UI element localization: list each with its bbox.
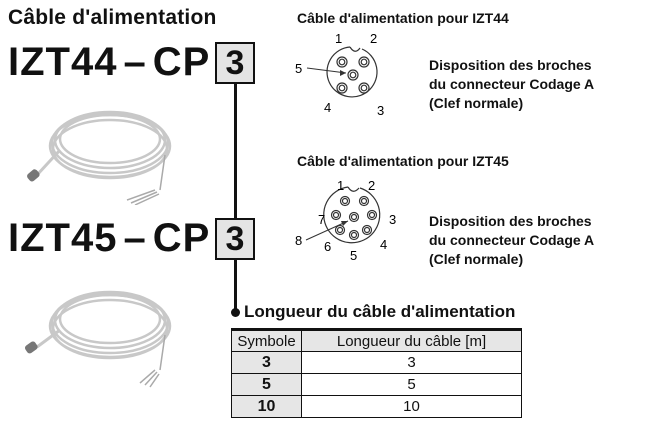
svg-text:7: 7 bbox=[318, 212, 325, 227]
length-table-title: Longueur du câble d'alimentation bbox=[244, 302, 516, 321]
model-dash: – bbox=[123, 40, 147, 84]
table-row: 3 3 bbox=[231, 351, 522, 374]
connector-description-izt44: Disposition des broches du connecteur Co… bbox=[429, 56, 594, 113]
length-table: Symbole Longueur du câble [m] 3 3 5 5 10… bbox=[231, 328, 522, 418]
symbol-box-izt44: 3 bbox=[215, 42, 255, 84]
table-row: 10 10 bbox=[231, 395, 522, 418]
model-code-izt45: IZT45–CP bbox=[8, 216, 210, 261]
pinout-diagram-izt45: 1 2 3 4 5 6 7 8 bbox=[295, 178, 396, 263]
model-suffix: CP bbox=[152, 216, 211, 260]
svg-text:4: 4 bbox=[324, 100, 331, 115]
symbol-cell: 3 bbox=[231, 351, 302, 374]
connector-title-izt45: Câble d'alimentation pour IZT45 bbox=[297, 153, 509, 169]
cable-coil-image-izt45 bbox=[24, 290, 172, 388]
cable-coil-image-izt44 bbox=[27, 110, 172, 205]
connector-description-izt45: Disposition des broches du connecteur Co… bbox=[429, 212, 594, 269]
svg-text:2: 2 bbox=[368, 178, 375, 193]
connector-title-izt44: Câble d'alimentation pour IZT44 bbox=[297, 10, 509, 26]
desc-line: Disposition des broches bbox=[429, 57, 592, 73]
length-cell: 5 bbox=[301, 373, 522, 396]
svg-text:5: 5 bbox=[350, 248, 357, 263]
model-prefix: IZT44 bbox=[8, 40, 118, 84]
model-dash: – bbox=[123, 216, 147, 260]
svg-text:1: 1 bbox=[335, 31, 342, 46]
page-title: Câble d'alimentation bbox=[8, 6, 217, 29]
svg-text:6: 6 bbox=[324, 239, 331, 254]
desc-line: (Clef normale) bbox=[429, 251, 524, 267]
header-symbole: Symbole bbox=[231, 329, 302, 352]
symbol-cell: 5 bbox=[231, 373, 302, 396]
svg-text:2: 2 bbox=[370, 31, 377, 46]
connector-line bbox=[234, 260, 237, 314]
connector-line bbox=[234, 84, 237, 218]
pinout-diagram-izt44: 1 2 3 4 5 bbox=[295, 31, 384, 118]
symbol-cell: 10 bbox=[231, 395, 302, 418]
desc-line: Disposition des broches bbox=[429, 213, 592, 229]
length-cell: 3 bbox=[301, 351, 522, 374]
desc-line: du connecteur Codage A bbox=[429, 232, 595, 248]
length-cell: 10 bbox=[301, 395, 522, 418]
svg-text:5: 5 bbox=[295, 61, 302, 76]
desc-line: (Clef normale) bbox=[429, 95, 524, 111]
svg-text:3: 3 bbox=[377, 103, 384, 118]
model-suffix: CP bbox=[152, 40, 211, 84]
svg-text:4: 4 bbox=[380, 237, 387, 252]
table-header-row: Symbole Longueur du câble [m] bbox=[231, 329, 522, 352]
header-length: Longueur du câble [m] bbox=[301, 329, 522, 352]
model-prefix: IZT45 bbox=[8, 216, 118, 260]
svg-text:8: 8 bbox=[295, 233, 302, 248]
table-row: 5 5 bbox=[231, 373, 522, 396]
svg-text:3: 3 bbox=[389, 212, 396, 227]
symbol-box-izt45: 3 bbox=[215, 218, 255, 260]
bullet-dot-icon bbox=[231, 308, 240, 317]
model-code-izt44: IZT44–CP bbox=[8, 40, 210, 85]
svg-text:1: 1 bbox=[337, 178, 344, 193]
desc-line: du connecteur Codage A bbox=[429, 76, 595, 92]
